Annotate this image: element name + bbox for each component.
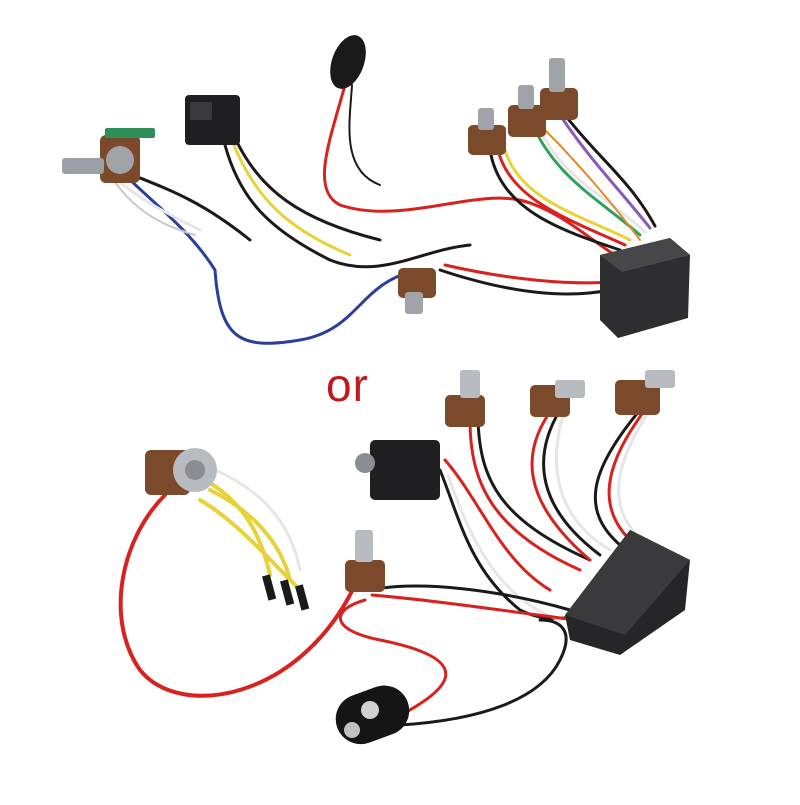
- top-harness: [114, 83, 657, 345]
- bottom-output-jack: [355, 440, 440, 500]
- bottom-dupont-connectors: [262, 574, 310, 611]
- bottom-preamp-module: [565, 530, 690, 655]
- bottom-9v-battery-clip: [335, 685, 410, 745]
- bottom-left-potentiometer: [145, 448, 217, 495]
- bottom-potentiometers: [345, 370, 675, 592]
- bottom-harness: [118, 403, 652, 727]
- top-battery-clip: [330, 35, 366, 89]
- top-output-jack: [185, 95, 240, 145]
- top-left-potentiometer: [62, 128, 155, 183]
- top-potentiometers: [398, 58, 578, 314]
- or-separator-label: or: [326, 359, 369, 411]
- top-preamp-module: [600, 238, 690, 338]
